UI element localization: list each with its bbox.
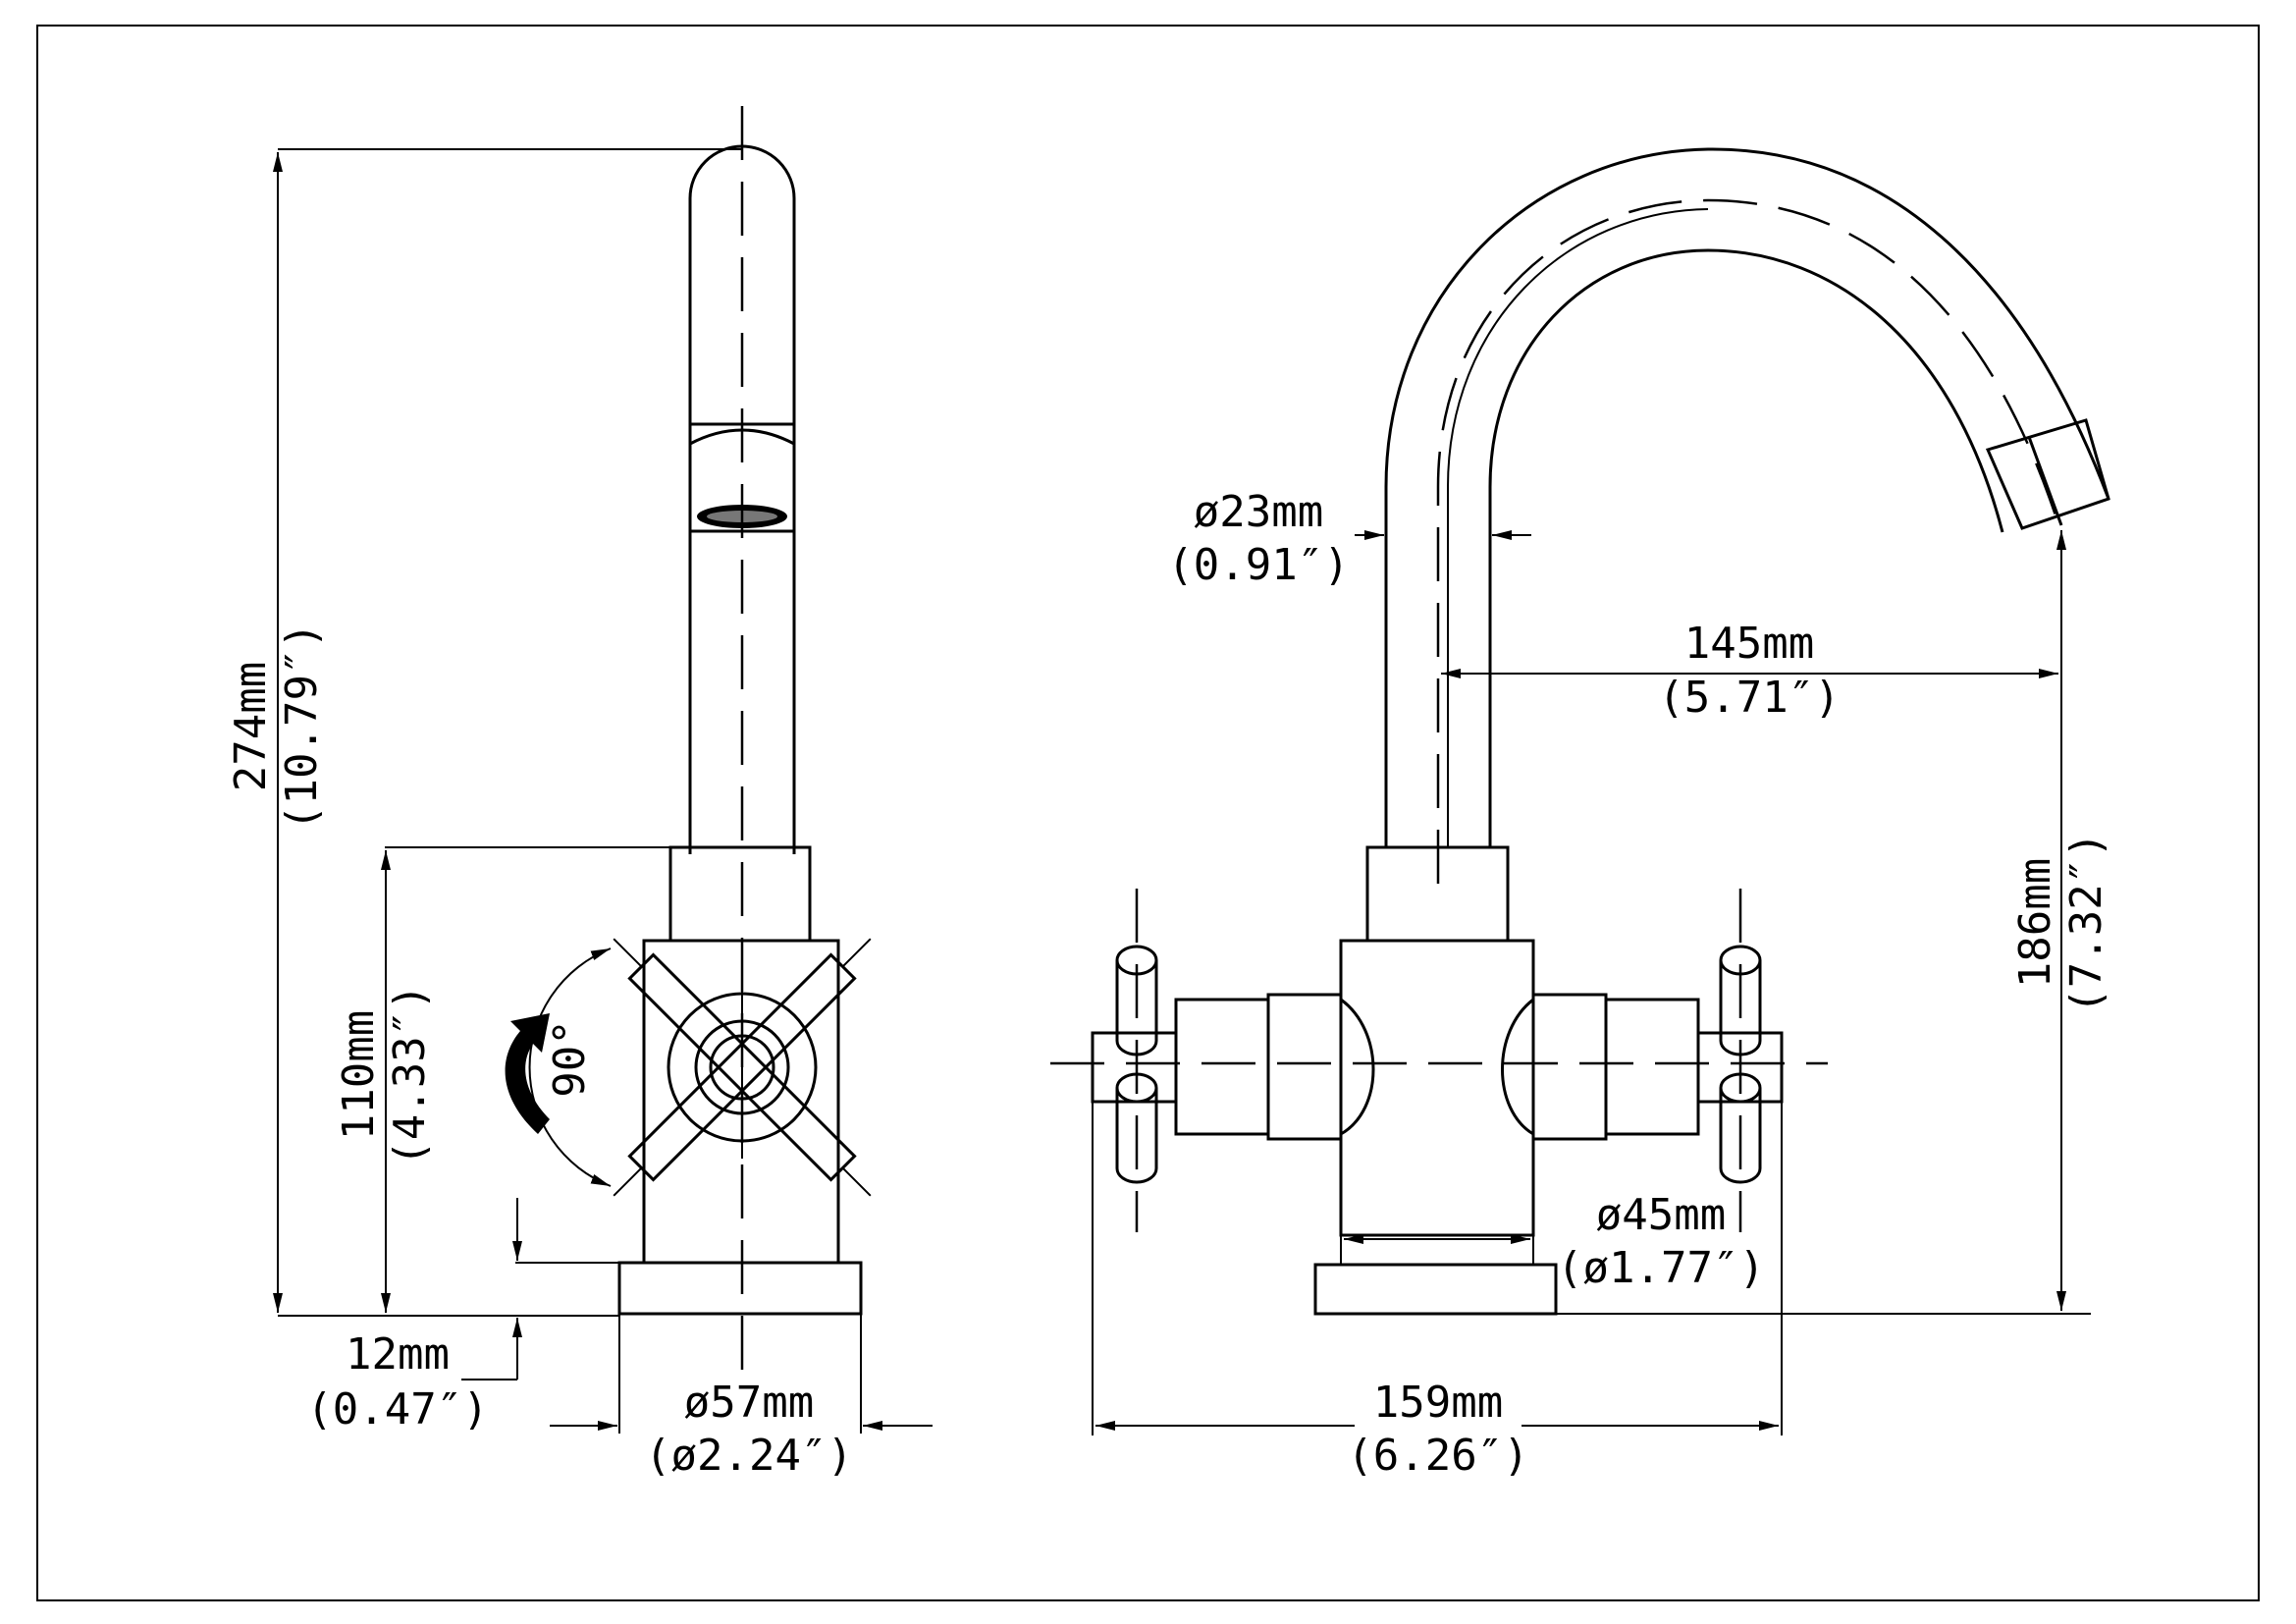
front-left-arm xyxy=(1174,998,1270,1136)
side-cross-handle xyxy=(613,938,872,1197)
rotation-label: 90° xyxy=(545,1019,595,1097)
dim-body-height-in: (4.33″) xyxy=(385,984,435,1165)
dim-total-height-mm: 274mm xyxy=(226,662,276,791)
dim-body-diameter-mm: ø45mm xyxy=(1596,1190,1726,1240)
dim-overall-width-in: (6.26″) xyxy=(1347,1431,1528,1481)
dim-base-height-mm: 12mm xyxy=(346,1329,450,1380)
side-base xyxy=(617,1261,863,1316)
dim-body-height-mm: 110mm xyxy=(334,1010,384,1140)
dim-overall-width-mm: 159mm xyxy=(1373,1378,1503,1428)
dim-spout-diameter-mm: ø23mm xyxy=(1194,487,1323,537)
dim-body-diameter-in: (ø1.77″) xyxy=(1557,1243,1765,1293)
dim-spout-reach-mm: 145mm xyxy=(1684,619,1814,669)
front-right-arm xyxy=(1604,998,1700,1136)
dim-spout-reach-in: (5.71″) xyxy=(1658,673,1840,723)
front-view: ø23mm (0.91″) 145mm (5.71″) 186mm (7.32″… xyxy=(1050,147,2111,1481)
front-spout-tip xyxy=(1985,418,2110,530)
side-upper-block xyxy=(668,845,812,943)
dim-spout-height-in: (7.32″) xyxy=(2061,832,2111,1013)
front-spout-outer xyxy=(1384,147,2110,847)
dim-base-height-in: (0.47″) xyxy=(306,1384,488,1435)
front-body xyxy=(1339,939,1535,1237)
rotation-arrow-icon xyxy=(505,1013,550,1134)
dim-base-diameter-in: (ø2.24″) xyxy=(645,1431,853,1481)
dim-spout-diameter-in: (0.91″) xyxy=(1167,540,1349,590)
front-base xyxy=(1313,1263,1558,1316)
rotation-arc xyxy=(528,947,612,1187)
drawing-frame xyxy=(36,25,2260,1601)
dim-spout-height-mm: 186mm xyxy=(2010,858,2060,988)
side-view: 90° 274mm (10.79″) 110mm (4.33″) 12mm (0… xyxy=(226,106,933,1481)
front-spout-inner xyxy=(1488,248,2004,847)
dim-total-height-in: (10.79″) xyxy=(277,623,327,831)
dim-base-diameter-mm: ø57mm xyxy=(684,1378,814,1428)
